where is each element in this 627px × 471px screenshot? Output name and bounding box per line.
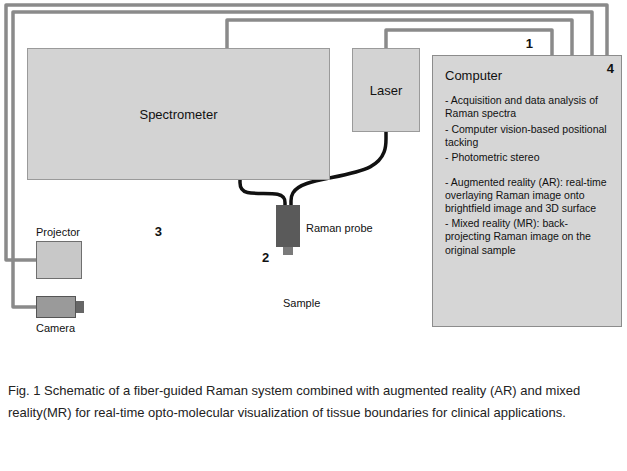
camera-unit: Camera	[36, 296, 96, 336]
part-label: Projector	[36, 226, 80, 238]
figure-caption: Fig. 1 Schematic of a fiber-guided Raman…	[8, 380, 616, 424]
sample-spot	[278, 280, 322, 294]
box-label: Spectrometer	[139, 107, 217, 122]
computer-box: Computer4 - Acquisition and data analysis…	[432, 55, 622, 327]
camera-body	[36, 296, 76, 318]
callout-number: 2	[262, 250, 269, 265]
projector-unit: Projector	[36, 226, 96, 279]
callout-number: 4	[607, 61, 614, 77]
part-label: Sample	[283, 297, 320, 309]
camera-lens	[76, 301, 84, 313]
laser-box: Laser	[352, 48, 420, 132]
camera-view	[84, 284, 296, 311]
bullet-text: - Photometric stereo	[445, 151, 611, 164]
bullet-text: - Mixed reality (MR): back-projecting Ra…	[445, 217, 611, 256]
bullet-text: - Acquisition and data analysis of Raman…	[445, 94, 611, 120]
part-label: Raman probe	[306, 222, 373, 234]
probe-housing	[276, 205, 300, 247]
spectrometer-box: Spectrometer	[27, 48, 330, 180]
laser-spot	[286, 285, 291, 290]
probe-tip	[283, 247, 293, 255]
region-shape	[22, 190, 170, 356]
projection-beam	[82, 250, 420, 358]
box-heading: Computer	[445, 68, 611, 84]
bullet-text: - Computer vision-based positional tacki…	[445, 123, 611, 149]
part-label: Camera	[36, 322, 75, 334]
box-label: Laser	[370, 83, 403, 98]
callout-number: 3	[155, 224, 162, 239]
imaging-region: ProjectorCamera 3	[22, 190, 170, 356]
projector-body	[36, 241, 82, 279]
laser-beam	[287, 256, 289, 285]
probe-body	[276, 205, 300, 255]
optical-fiber	[240, 180, 285, 205]
callout-number: 1	[526, 36, 533, 51]
bullet-text: - Augmented reality (AR): real-time over…	[445, 176, 611, 215]
raman-probe: Raman probe	[276, 205, 386, 255]
